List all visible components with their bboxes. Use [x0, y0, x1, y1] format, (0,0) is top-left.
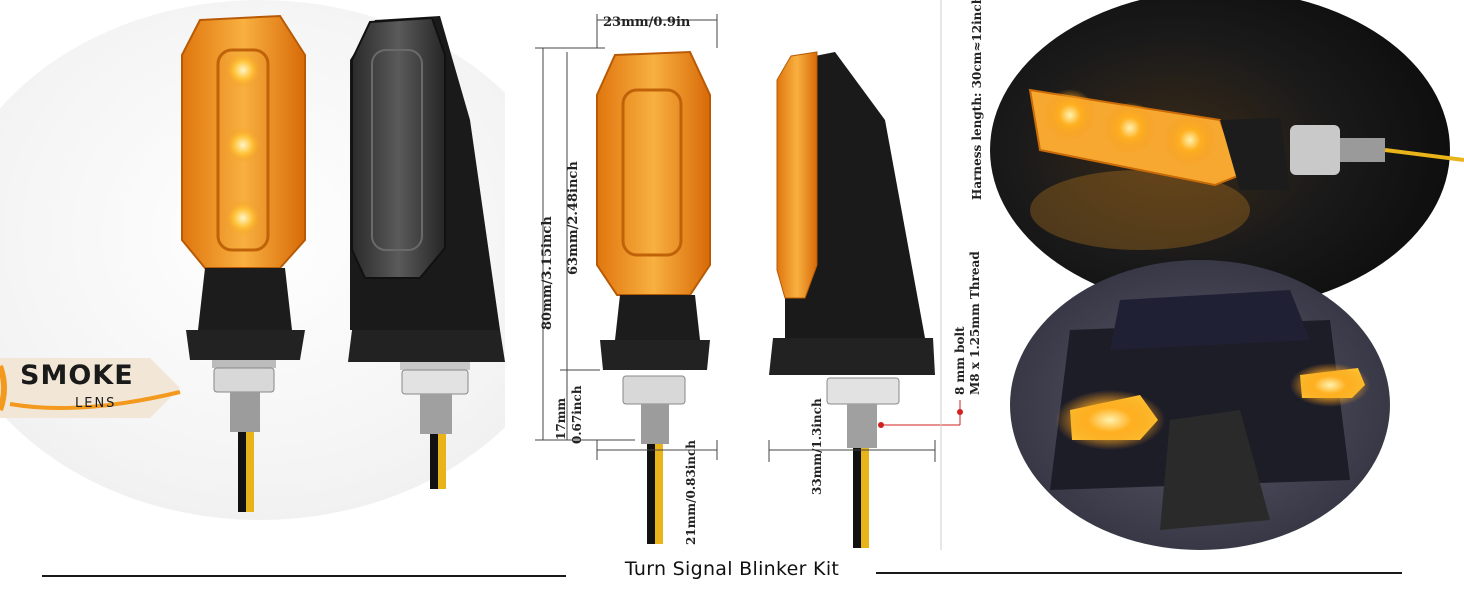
base-height-in-label: 0.67inch [570, 385, 584, 444]
width-label: 23mm/0.9in [603, 15, 691, 30]
harness-length-label: Harness length: 30cm≈12inch [970, 0, 984, 200]
caption-title: Turn Signal Blinker Kit [624, 558, 840, 580]
base-width-label: 21mm/0.83inch [684, 440, 698, 545]
smoke-blinker [348, 16, 505, 489]
front-view-blinker [596, 50, 711, 544]
lens-height-label: 63mm/2.48inch [566, 161, 581, 275]
thread-marker-icon [957, 409, 963, 415]
dimension-drawing-panel: 23mm/0.9in 80mm/3.15inch 63mm/2.48inch 1… [505, 0, 990, 550]
bolt-marker-icon [878, 422, 884, 428]
dimension-lines [535, 0, 961, 550]
thread-size-label: M8 x 1.25mm Thread [968, 251, 982, 395]
amber-blinker [181, 14, 306, 512]
badge-subtitle: LENS [75, 396, 117, 411]
lifestyle-photo-panel [990, 0, 1464, 550]
dimension-diagram: 23mm/0.9in 80mm/3.15inch 63mm/2.48inch 1… [535, 0, 984, 550]
lifestyle-images [990, 0, 1464, 550]
badge-swoosh-icon [0, 358, 181, 418]
product-photo-panel: SMOKE LENS [0, 0, 540, 520]
bolt-size-label: 8 mm bolt [953, 326, 967, 395]
motorcycle-photo [1010, 260, 1390, 550]
side-base-width-label: 33mm/1.3inch [810, 398, 824, 495]
badge-title: SMOKE [20, 360, 134, 391]
caption-container: Turn Signal Blinker Kit [0, 558, 1464, 580]
turn-signal-pair-image [181, 14, 505, 512]
side-view-blinker [769, 51, 935, 548]
total-height-label: 80mm/3.15inch [540, 216, 555, 330]
wet-surface-photo [990, 0, 1464, 310]
caption-rule-left [42, 575, 566, 577]
caption-rule-right [876, 572, 1402, 574]
base-height-mm-label: 17mm [554, 398, 568, 440]
smoke-lens-badge: SMOKE LENS [0, 352, 190, 424]
